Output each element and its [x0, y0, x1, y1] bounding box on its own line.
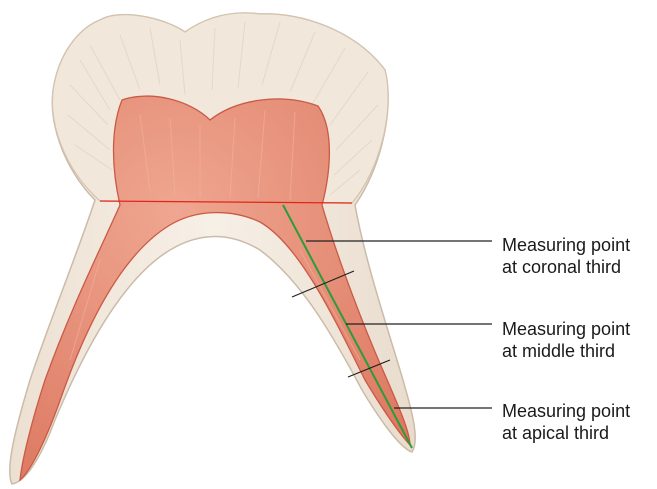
coronal-label-line2: at coronal third — [502, 256, 652, 278]
apical-label-line2: at apical third — [502, 422, 652, 444]
apical-third-label: Measuring point at apical third — [502, 400, 652, 444]
coronal-label-line1: Measuring point — [502, 234, 652, 256]
middle-label-line2: at middle third — [502, 340, 652, 362]
middle-label-line1: Measuring point — [502, 318, 652, 340]
coronal-third-label: Measuring point at coronal third — [502, 234, 652, 278]
apical-label-line1: Measuring point — [502, 400, 652, 422]
middle-third-label: Measuring point at middle third — [502, 318, 652, 362]
